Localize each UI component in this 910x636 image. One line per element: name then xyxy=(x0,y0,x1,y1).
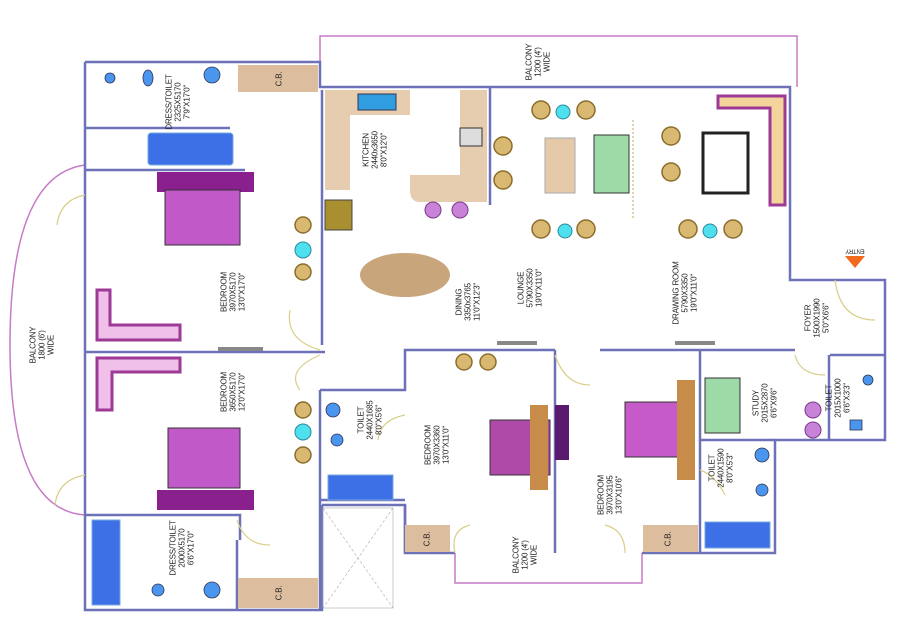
room-size-metric: 3970X3360 xyxy=(432,425,442,465)
rug xyxy=(701,131,750,195)
room-name: BEDROOM xyxy=(423,425,433,465)
room-name: KITCHEN xyxy=(361,133,371,167)
side-tables xyxy=(294,104,718,441)
room-size-metric: 3350x3765 xyxy=(463,283,473,321)
entry-text: ENTRY xyxy=(845,247,865,254)
chairs xyxy=(294,100,743,464)
room-size-imperial: 8'0"X5'3" xyxy=(725,452,735,484)
room-size-metric: 2000X5170 xyxy=(177,528,187,568)
room-size-metric: 1200 (4') xyxy=(520,540,530,570)
shaft xyxy=(322,507,394,609)
room-name: FOYER xyxy=(803,304,813,332)
balcony-bottom-outline xyxy=(454,553,643,584)
room-size-imperial: WIDE xyxy=(529,544,539,566)
room-size-metric: 3970X5170 xyxy=(228,272,238,312)
room-size-imperial: 11'0"X12'3" xyxy=(472,283,482,321)
bookshelf xyxy=(593,134,630,194)
room-size-imperial: 19'0"X11'0" xyxy=(534,269,544,307)
cupboard-text: C.B. xyxy=(422,531,432,547)
balcony-top-outline xyxy=(319,35,798,87)
room-name: DRAWING ROOM xyxy=(671,261,681,325)
room-size-imperial: WIDE xyxy=(46,334,56,356)
room-size-metric: 5790X3350 xyxy=(680,273,690,313)
room-size-metric: 3650X5170 xyxy=(228,372,238,412)
coffee-table xyxy=(544,137,576,194)
room-size-metric: 2440x3650 xyxy=(370,131,380,169)
sofas xyxy=(95,94,787,412)
cupboard-text: C.B. xyxy=(274,71,284,87)
room-size-imperial: WIDE xyxy=(542,51,552,73)
study-shelf xyxy=(704,377,741,434)
cupboard-text: C.B. xyxy=(663,531,673,547)
room-size-metric: 1200 (4') xyxy=(533,47,543,77)
room-name: TOILET xyxy=(824,384,834,412)
kitchen-counter xyxy=(324,90,487,231)
room-name: TOILET xyxy=(707,454,717,482)
cupboards xyxy=(238,65,698,608)
stools xyxy=(424,201,822,439)
room-size-imperial: 19'0"X11'0" xyxy=(689,274,699,312)
room-name: BEDROOM xyxy=(219,372,229,412)
room-name: BALCONY xyxy=(28,326,38,364)
room-size-metric: 3970X3195 xyxy=(605,475,615,515)
room-size-imperial: 6'6"X9'6" xyxy=(769,387,779,419)
room-size-metric: 2440X1685 xyxy=(365,400,375,440)
room-size-imperial: 8'0"X12'0" xyxy=(379,132,389,168)
stove-icon xyxy=(459,127,483,147)
bathtubs xyxy=(91,132,771,606)
tv-units xyxy=(218,341,715,351)
room-name: DRESS/TOILET xyxy=(164,74,174,130)
toilet-fixtures xyxy=(104,66,874,599)
room-name: TOILET xyxy=(356,406,366,434)
room-size-imperial: 5'0"X6'6" xyxy=(821,302,831,334)
room-size-metric: 1500X1990 xyxy=(812,298,822,338)
dining-table xyxy=(360,253,450,297)
cupboard-text: C.B. xyxy=(274,585,284,601)
room-name: LOUNGE xyxy=(516,271,526,305)
room-size-metric: 2015X2870 xyxy=(760,383,770,423)
room-size-imperial: 12'0"X17'0" xyxy=(237,372,247,412)
room-size-metric: 2015X1000 xyxy=(833,378,843,418)
room-size-metric: 2325X5170 xyxy=(173,82,183,122)
entry-arrow-icon xyxy=(845,256,865,268)
room-size-metric: 2440X1590 xyxy=(716,448,726,488)
beds xyxy=(157,172,695,510)
room-name: DRESS/TOILET xyxy=(168,520,178,576)
room-name: BALCONY xyxy=(511,536,521,574)
room-size-metric: 5790X3350 xyxy=(525,268,535,308)
room-name: STUDY xyxy=(751,389,761,417)
room-size-imperial: 13'0"X11'0" xyxy=(441,426,451,464)
room-size-imperial: 8'0"X5'6" xyxy=(374,404,384,436)
room-size-metric: 1800 (6') xyxy=(37,330,47,360)
room-name: BALCONY xyxy=(524,43,534,81)
room-size-imperial: 6'6"X17'0" xyxy=(186,530,196,566)
room-name: BEDROOM xyxy=(219,272,229,312)
room-name: DINING xyxy=(454,288,464,316)
room-name: BEDROOM xyxy=(596,475,606,515)
room-size-imperial: 13'0"X10'6" xyxy=(614,475,624,515)
room-size-imperial: 13'0"X17'0" xyxy=(237,272,247,312)
room-size-imperial: 7'9"X17'0" xyxy=(182,84,192,120)
room-size-imperial: 6'6"X3'3" xyxy=(842,382,852,414)
balcony-left-outline xyxy=(9,164,86,516)
doors xyxy=(54,120,876,554)
sink-icon xyxy=(357,93,397,111)
